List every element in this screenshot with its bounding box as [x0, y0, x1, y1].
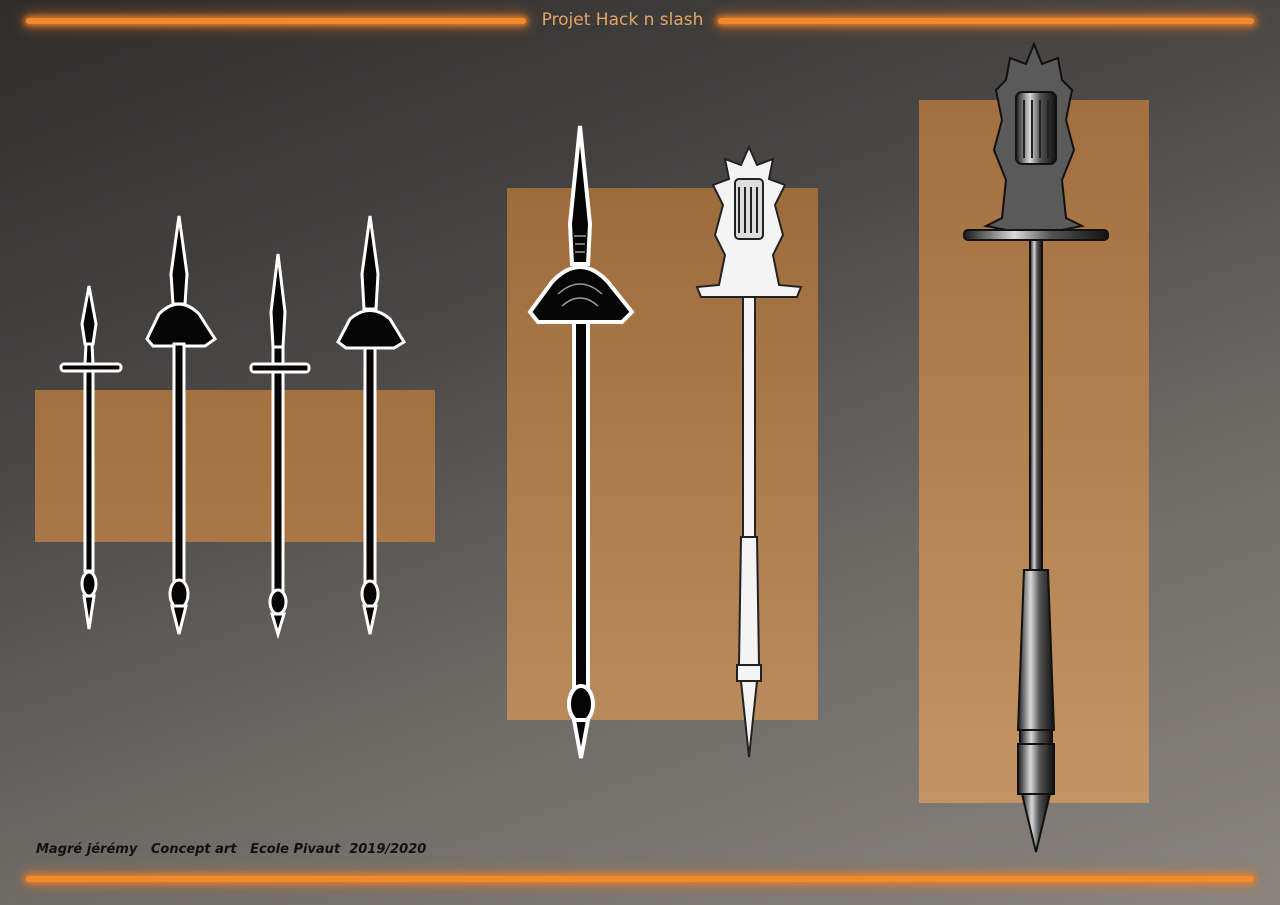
- spear-silhouette-3: [249, 253, 311, 640]
- spear-detailed-black: [527, 125, 635, 759]
- spear-silhouette-2: [145, 215, 218, 635]
- spear-silhouette-1: [59, 285, 123, 630]
- spear-detailed-white: [695, 144, 803, 758]
- footer-bar: [26, 876, 1254, 882]
- header-bar-left: [26, 18, 526, 24]
- header-bar-right: [718, 18, 1254, 24]
- page-title: Projet Hack n slash: [541, 10, 704, 30]
- author-credits: Magré jérémy Concept art Ecole Pivaut 20…: [36, 842, 427, 857]
- spear-final-render: [963, 41, 1109, 853]
- spear-silhouette-4: [336, 215, 407, 635]
